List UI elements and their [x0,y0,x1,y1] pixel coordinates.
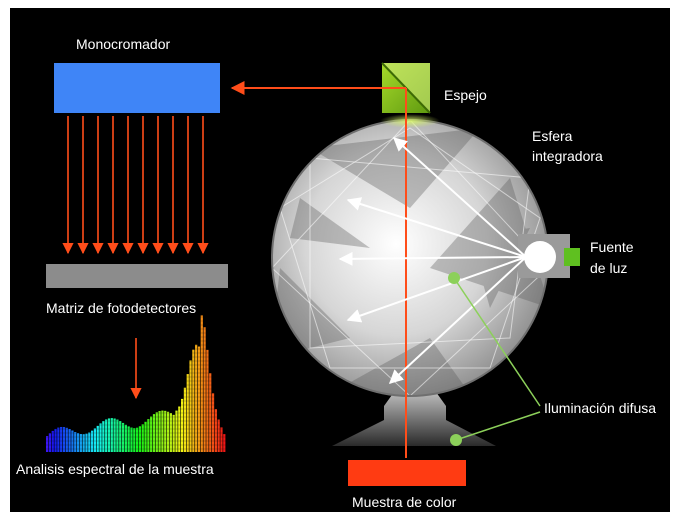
spectrum-bar [166,411,170,452]
spectrum-bar [147,419,150,452]
spectrum-bar [79,434,82,452]
diffuse-illumination-pointers [448,272,541,446]
spectrum-bar [54,428,57,452]
spectrum-bar [178,406,181,452]
mirror-glow [380,114,440,128]
spectrum-bar [136,427,139,452]
spectrum-bar [217,419,220,452]
spectrum-bar [60,426,63,452]
spectrum-bar [144,421,147,452]
spectrum-bar [130,427,133,452]
spectrum-bar [200,315,203,452]
spectrum-bar [164,410,167,452]
photodetector-label: Matriz de fotodetectores [46,300,197,316]
light-source-label-line1: Fuente [590,239,634,255]
spectrum-bar [110,418,113,452]
spectrum-bar [181,398,184,452]
spectrum-bar [57,427,60,452]
spectrum-bar [71,430,74,452]
spectrum-bar [186,374,189,452]
spectrum-bar [102,421,105,452]
light-source [518,234,580,278]
spectrum-bar [62,427,66,452]
photodetector-array [46,264,228,288]
spectrum-bar [183,387,187,452]
spectrum-bar [76,433,80,452]
spectrum-bar [91,430,94,452]
spectrum-bar [121,422,125,452]
spectrum-bar [155,412,158,452]
color-sample-label: Muestra de color [352,494,457,510]
spectrum-bar [46,436,49,452]
monochromator-label: Monocromador [76,36,171,52]
spectrum-bar [209,373,212,452]
spectrum-bar [99,423,102,452]
spectrum-bar [189,360,192,452]
light-source-label-line2: de luz [590,260,628,276]
spectrum-bar [82,434,85,452]
monochromator-block [54,63,220,113]
spectrum-chart [46,315,226,452]
spectral-analysis-label: Analisis espectral de la muestra [16,461,214,477]
spectrum-bar [138,426,142,452]
spectrum-bar [172,414,175,452]
spectrum-bar [141,424,144,452]
diagram-panel: Monocromador Espejo Esfera integradora F… [10,8,670,512]
spectrum-bar [161,410,164,452]
dispersed-beam-arrows [62,116,209,255]
spectrum-bar [48,433,52,452]
spectrum-bar [150,416,153,452]
spectrum-bar [113,418,116,452]
spectrum-bar [127,426,130,452]
spectrum-bar [158,411,161,452]
spectrum-bar [65,427,68,452]
spectrum-bar [68,429,71,452]
spectrum-bar [74,431,77,452]
spectrum-bar [169,413,172,452]
spectrum-bar [203,327,206,452]
spectrum-bar [192,349,195,452]
spectrum-bar [206,349,209,452]
spectrum-bar [220,427,223,452]
spectrum-bar [124,424,127,452]
spectrum-bar [105,419,108,452]
spectrum-bar [152,414,156,452]
color-sample [348,460,466,486]
spectrum-bar [214,409,217,452]
sphere-label-line1: Esfera [532,128,573,144]
spectrum-bar [85,433,88,452]
diffuse-illumination-label: Iluminación difusa [544,400,657,416]
spectrum-bar [93,428,97,452]
spectrum-bar [88,432,91,452]
spectrum-bar [197,346,201,452]
spectrum-bar [211,393,215,452]
spectrum-bar [116,419,119,452]
spectrum-bar [107,418,111,452]
spectrum-bar [175,410,178,452]
spectrum-bar [133,428,136,452]
sphere-label-line2: integradora [532,148,603,164]
spectrum-bar [51,430,54,452]
spectrum-bar [223,434,226,452]
spectrum-bar [96,425,99,452]
spectrum-bar [195,344,198,452]
spectrophotometer-diagram [46,62,580,486]
reflected-light-arrows [338,137,527,384]
spectrum-bar [119,421,122,452]
sphere-pedestal [332,392,496,446]
mirror-label: Espejo [444,87,487,103]
